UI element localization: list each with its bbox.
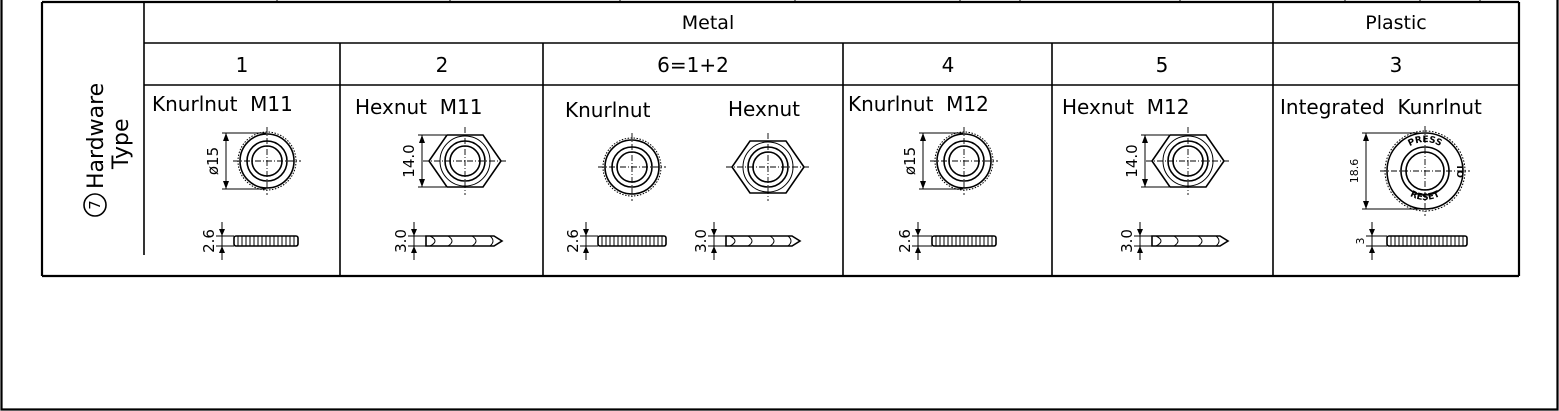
hexnut-m11-drawing: 14.0 3.0 bbox=[392, 127, 507, 260]
hardware-name: Knurlnut M11 bbox=[152, 92, 293, 116]
width-dimension: 14.0 bbox=[1123, 134, 1169, 188]
hexnut-side-view: 3.0 bbox=[392, 222, 504, 260]
column-number: 6=1+2 bbox=[657, 53, 729, 77]
diameter-label: 18.6 bbox=[1348, 159, 1361, 184]
thickness-label: 2.6 bbox=[200, 229, 218, 253]
hardware-name: Hexnut M12 bbox=[1062, 95, 1189, 119]
diameter-dimension: ø15 bbox=[901, 132, 963, 190]
knurlnut-top-view bbox=[233, 127, 301, 195]
thickness-label: 2.6 bbox=[896, 229, 914, 253]
combo-knurlnut-top-view bbox=[598, 133, 666, 201]
diameter-label: ø15 bbox=[204, 147, 222, 175]
hexnut-top-view bbox=[423, 127, 507, 195]
column-number: 4 bbox=[942, 53, 955, 77]
thickness-label: 3.0 bbox=[692, 229, 710, 253]
knurlnut-m11-drawing: ø15 2.6 bbox=[200, 127, 301, 260]
width-label: 14.0 bbox=[1123, 144, 1141, 177]
knurlnut-m12-drawing: ø15 2.6 bbox=[896, 127, 998, 260]
width-dimension: 14.0 bbox=[400, 134, 446, 188]
section-title-line1: Hardware bbox=[84, 83, 109, 189]
combo-hexnut-side-view: 3.0 bbox=[692, 222, 802, 260]
hexnut-m12-drawing: 14.0 3.0 bbox=[1118, 127, 1230, 260]
width-label: 14.0 bbox=[400, 144, 418, 177]
stamp-press: PRESS bbox=[1407, 135, 1444, 149]
column-number: 5 bbox=[1156, 53, 1169, 77]
thickness-label: 3.0 bbox=[1118, 229, 1136, 253]
diameter-label: ø15 bbox=[901, 147, 919, 175]
plastic-knurlnut-top-view: PRESS RESET TO bbox=[1380, 126, 1470, 216]
hardware-table bbox=[40, 0, 1521, 278]
hexnut-top-view bbox=[1146, 127, 1230, 195]
knurlnut-side-view: 2.6 bbox=[896, 222, 997, 260]
column-number: 1 bbox=[236, 53, 249, 77]
section-number: 7 bbox=[86, 200, 104, 210]
diameter-dimension: ø15 bbox=[204, 132, 266, 190]
stamp-to: TO bbox=[1454, 164, 1464, 178]
group-label-metal: Metal bbox=[682, 12, 734, 34]
hardware-name: Knurlnut M12 bbox=[848, 92, 989, 116]
group-label-plastic: Plastic bbox=[1365, 12, 1426, 34]
thickness-label: 2.6 bbox=[564, 229, 582, 253]
combo-hexnut-top-view bbox=[726, 133, 810, 201]
hardware-name: Hexnut M11 bbox=[355, 95, 482, 119]
diameter-dimension: 18.6 bbox=[1348, 132, 1424, 210]
hex-side-body bbox=[425, 235, 504, 247]
plastic-knurlnut-drawing: PRESS RESET TO 18.6 3 bbox=[1348, 126, 1470, 260]
hardware-name: Integrated Kunrlnut bbox=[1280, 95, 1482, 119]
knurlnut-side-view: 2.6 bbox=[200, 222, 299, 260]
thickness-label: 3.0 bbox=[392, 229, 410, 253]
section-title-line2: Type bbox=[109, 118, 134, 170]
hardware-name: Knurlnut bbox=[565, 98, 651, 122]
thickness-label: 3 bbox=[1354, 238, 1367, 245]
hexnut-side-view: 3.0 bbox=[1118, 222, 1230, 260]
section-label: 7 Hardware Type bbox=[83, 83, 134, 217]
combo-drawing: 2.6 3.0 bbox=[564, 133, 810, 260]
knurlnut-top-view bbox=[930, 127, 998, 195]
plastic-side-view: 3 bbox=[1354, 222, 1468, 260]
section-number-circle bbox=[83, 193, 107, 217]
combo-knurlnut-side-view: 2.6 bbox=[564, 222, 667, 260]
column-number: 2 bbox=[436, 53, 449, 77]
upper-row-ticks bbox=[276, 0, 1481, 2]
stamp-reset: RESET bbox=[1409, 189, 1443, 203]
hardware-name: Hexnut bbox=[728, 97, 800, 121]
column-number: 3 bbox=[1390, 53, 1403, 77]
